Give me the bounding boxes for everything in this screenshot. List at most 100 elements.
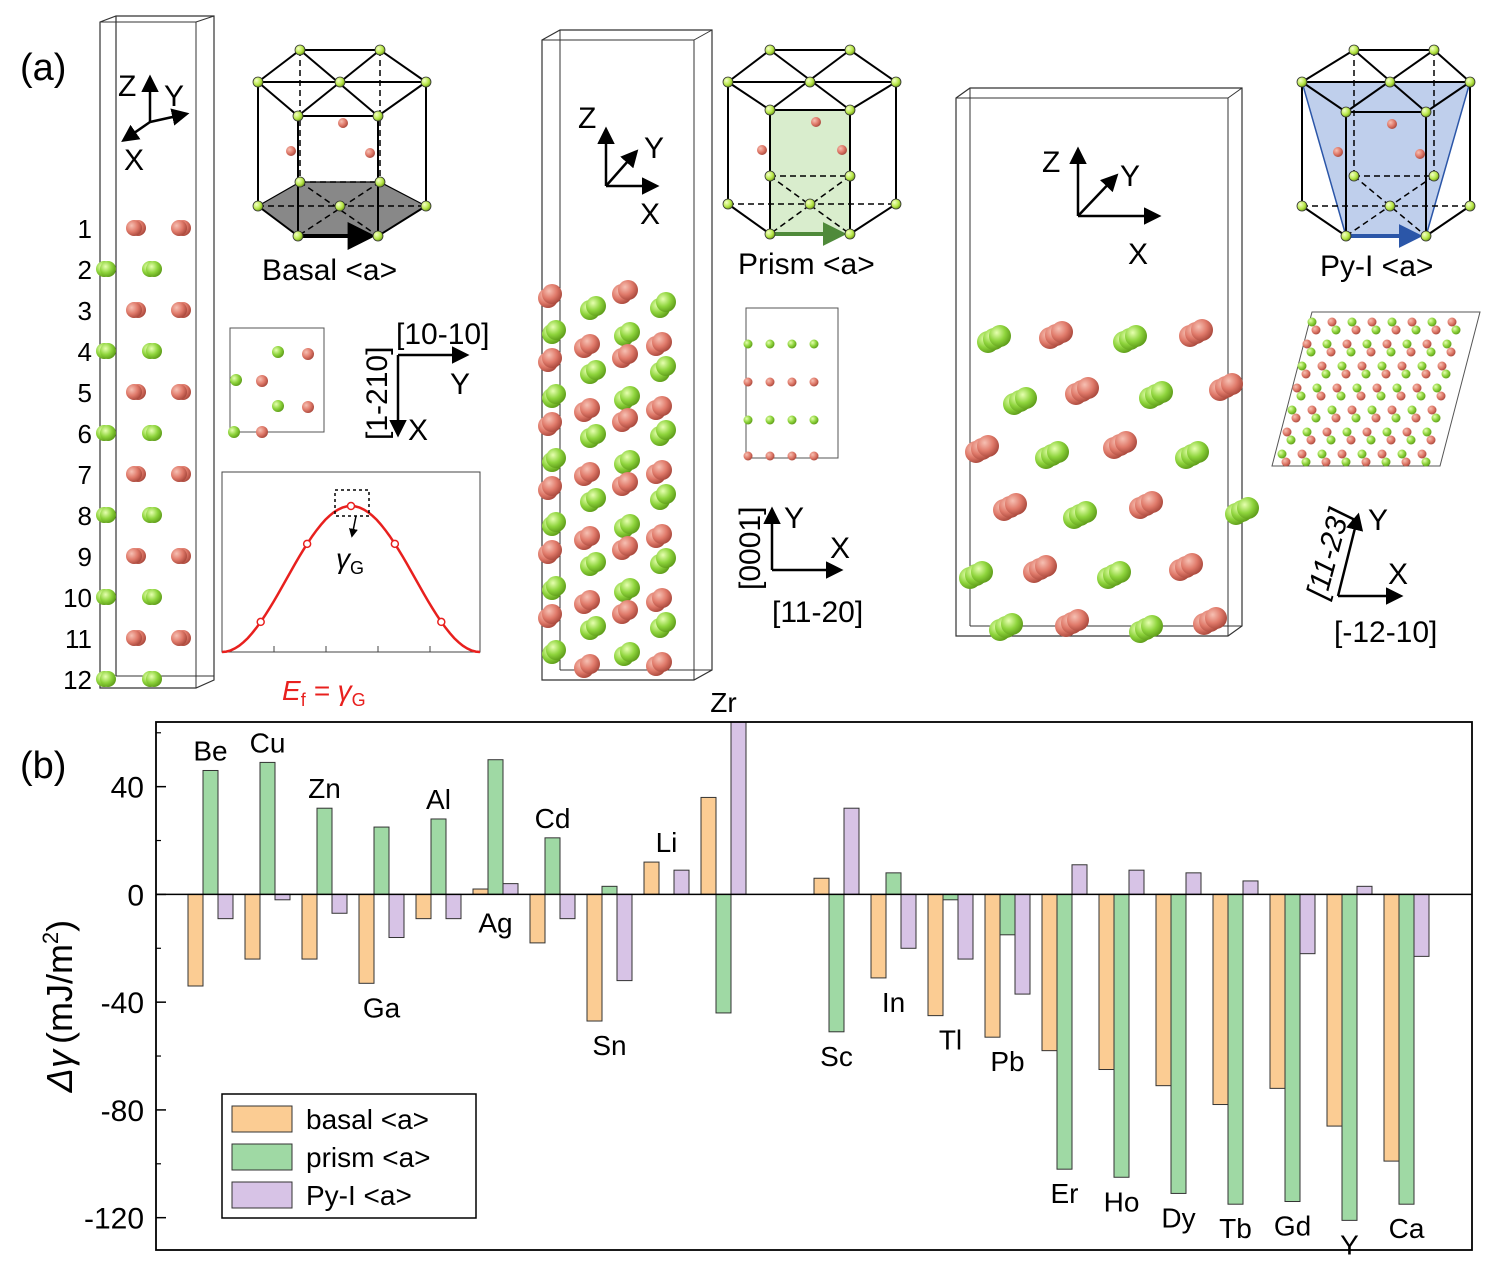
atom [1125, 325, 1147, 347]
category-label: In [882, 987, 905, 1018]
category-label: Sc [820, 1041, 853, 1072]
y-axis-label: Δγ(mJ/m2) [38, 920, 80, 1093]
bar-ga-1 [373, 826, 390, 895]
formula-ef: Ef = γG [282, 675, 366, 710]
bar-gd-0 [1269, 893, 1286, 1089]
atom [765, 451, 775, 461]
bar-ag-1 [487, 759, 504, 895]
prism-atoms [538, 280, 676, 678]
bar-dy-2 [1185, 872, 1202, 895]
category-label: Pb [990, 1046, 1024, 1077]
atom [1286, 435, 1296, 445]
bar-in-1 [885, 872, 902, 895]
category-label: Zn [308, 773, 341, 804]
atom [1302, 339, 1312, 349]
atom [1005, 493, 1027, 515]
atom [743, 415, 753, 425]
category-label: Li [656, 827, 678, 858]
atom [1441, 369, 1451, 379]
category-label: Ho [1104, 1186, 1140, 1217]
bar-y-0 [1326, 893, 1343, 1127]
atom [1332, 383, 1342, 393]
lattice-vertex [420, 200, 432, 212]
atom [1347, 317, 1357, 327]
bar-be-2 [217, 893, 234, 920]
atom [1291, 413, 1301, 423]
category-label: Dy [1161, 1202, 1195, 1233]
bar-tl-2 [957, 893, 974, 960]
bar-er-0 [1041, 893, 1058, 1052]
atom [580, 398, 600, 418]
bar-al-2 [445, 893, 462, 920]
bar-al-1 [430, 818, 447, 895]
atom [1366, 435, 1376, 445]
atom [1282, 427, 1292, 437]
lattice-vertex [420, 76, 432, 88]
atom [1237, 497, 1259, 519]
pyramidal-label: Py-I <a> [1320, 250, 1433, 283]
atom [1357, 449, 1367, 459]
bar-zn-2 [331, 893, 348, 914]
bar-be-0 [187, 893, 204, 987]
lattice-vertex [844, 228, 856, 240]
panel-a-label: (a) [20, 47, 66, 89]
atom [1436, 391, 1446, 401]
lattice-vertex [764, 104, 776, 116]
lattice-vertex [1340, 106, 1352, 118]
pyramidal-atoms [959, 319, 1259, 643]
prism-label: Prism <a> [738, 248, 875, 281]
atom [1406, 347, 1416, 357]
atom [1386, 435, 1396, 445]
atom [546, 512, 566, 532]
atom [146, 261, 162, 277]
atom [1277, 449, 1287, 459]
atom [787, 451, 797, 461]
lattice-vertex [1428, 170, 1440, 182]
atom [542, 348, 562, 368]
bar-zn-0 [301, 893, 318, 960]
atom [743, 451, 753, 461]
atom [1322, 339, 1332, 349]
bar-pb-2 [1014, 893, 1031, 995]
atom [580, 654, 600, 674]
bar-ho-1 [1113, 893, 1130, 1178]
bar-ag-0 [472, 888, 489, 895]
bar-gd-1 [1284, 893, 1301, 1203]
atom [1297, 361, 1307, 371]
bar-cd-1 [544, 837, 561, 895]
prism-axis-y: Y [644, 132, 664, 165]
atom [1109, 561, 1131, 583]
prism-axis-x: X [640, 198, 660, 231]
bar-be-1 [202, 769, 219, 895]
bar-cd-2 [559, 893, 576, 920]
prism-axis-z: Z [578, 102, 596, 135]
lattice-vertex [764, 44, 776, 56]
atom [1221, 373, 1243, 395]
atom [100, 261, 116, 277]
atom [652, 396, 672, 416]
atom [652, 460, 672, 480]
atom [1381, 369, 1391, 379]
atom [765, 339, 775, 349]
atom [1047, 441, 1069, 463]
basal-atoms [96, 220, 191, 687]
bar-sc-0 [813, 877, 830, 895]
atom [1306, 347, 1316, 357]
atom [971, 561, 993, 583]
lattice-vertex [1384, 200, 1396, 212]
atom [1391, 413, 1401, 423]
legend: basal <a>prism <a>Py-I <a> [221, 1093, 477, 1219]
atom [1382, 427, 1392, 437]
atom [1312, 383, 1322, 393]
atom [1346, 435, 1356, 445]
atom [1331, 413, 1341, 423]
atom [1402, 339, 1412, 349]
atom [1336, 391, 1346, 401]
atom [1372, 383, 1382, 393]
atom [618, 408, 638, 428]
atom [787, 339, 797, 349]
atom [656, 420, 676, 440]
y-tick-label: -80 [101, 1095, 144, 1128]
